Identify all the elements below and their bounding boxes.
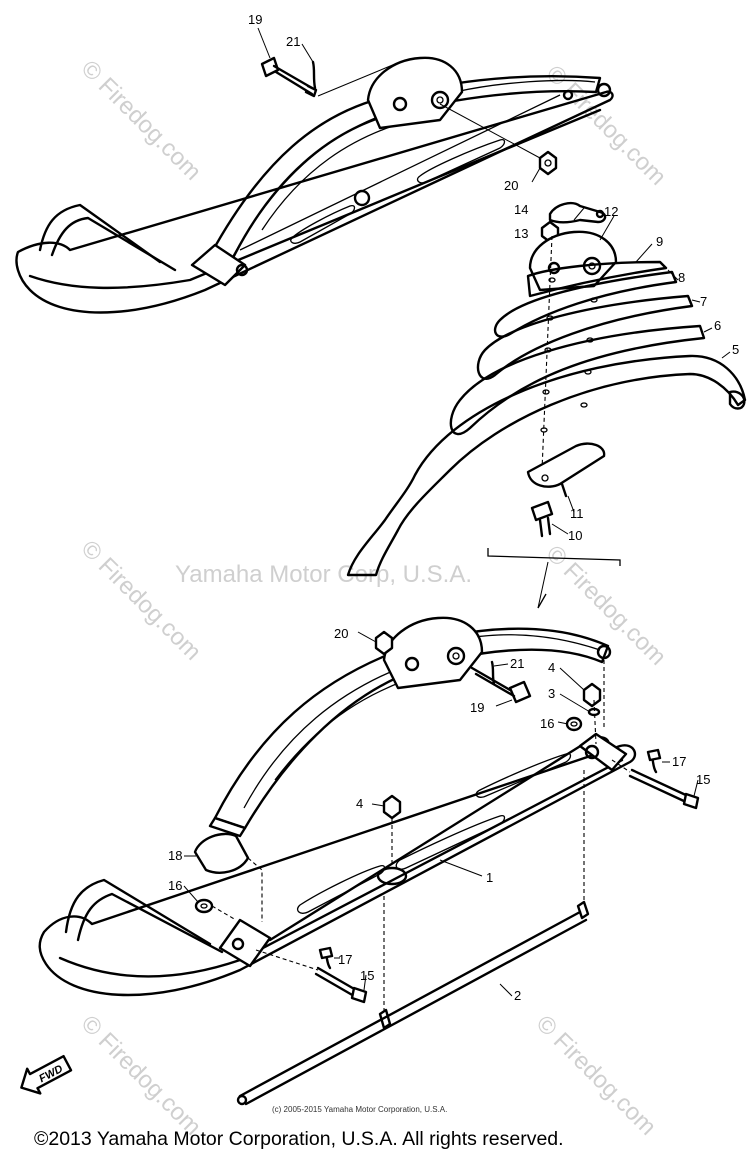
lower-ski-assembly bbox=[38, 593, 700, 1106]
callout-9: 9 bbox=[656, 234, 663, 249]
callout-12: 12 bbox=[604, 204, 618, 219]
leaf-spring-exploded bbox=[346, 202, 747, 609]
callout-14: 14 bbox=[514, 202, 528, 217]
callout-16-right: 16 bbox=[540, 716, 554, 731]
callout-8: 8 bbox=[678, 270, 685, 285]
callout-20: 20 bbox=[504, 178, 518, 193]
upper-ski-assembly bbox=[15, 27, 614, 314]
callout-16-left: 16 bbox=[168, 878, 182, 893]
callout-2: 2 bbox=[514, 988, 521, 1003]
watermark-firedog: © Firedog.com bbox=[531, 1010, 662, 1141]
watermark-yamaha: Yamaha Motor Corp, U.S.A. bbox=[175, 561, 472, 588]
watermark-firedog: © Firedog.com bbox=[76, 1010, 207, 1141]
callout-17-left: 17 bbox=[338, 952, 352, 967]
footer-small-copyright: (c) 2005-2015 Yamaha Motor Corporation, … bbox=[272, 1105, 447, 1114]
watermark-firedog: © Firedog.com bbox=[76, 55, 207, 186]
callout-17-right: 17 bbox=[672, 754, 686, 769]
callout-labels: 19 21 20 14 13 12 9 8 7 6 5 11 10 20 21 … bbox=[168, 12, 739, 1003]
callout-3: 3 bbox=[548, 686, 555, 701]
callout-15-right: 15 bbox=[696, 772, 710, 787]
callout-10: 10 bbox=[568, 528, 582, 543]
callout-6: 6 bbox=[714, 318, 721, 333]
callout-19: 19 bbox=[248, 12, 262, 27]
watermark-firedog: © Firedog.com bbox=[76, 535, 207, 666]
callout-18: 18 bbox=[168, 848, 182, 863]
callout-19-lower: 19 bbox=[470, 700, 484, 715]
forward-direction-indicator: FWD bbox=[20, 1054, 73, 1095]
callout-20-lower: 20 bbox=[334, 626, 348, 641]
callout-11: 11 bbox=[570, 506, 584, 521]
callout-7: 7 bbox=[700, 294, 707, 309]
callout-1: 1 bbox=[486, 870, 493, 885]
callout-15-left: 15 bbox=[360, 968, 374, 983]
callout-4-center: 4 bbox=[356, 796, 363, 811]
callout-21: 21 bbox=[286, 34, 300, 49]
callout-4-right: 4 bbox=[548, 660, 555, 675]
callout-5: 5 bbox=[732, 342, 739, 357]
footer-copyright: ©2013 Yamaha Motor Corporation, U.S.A. A… bbox=[34, 1128, 564, 1150]
callout-21-lower: 21 bbox=[510, 656, 524, 671]
callout-13: 13 bbox=[514, 226, 528, 241]
